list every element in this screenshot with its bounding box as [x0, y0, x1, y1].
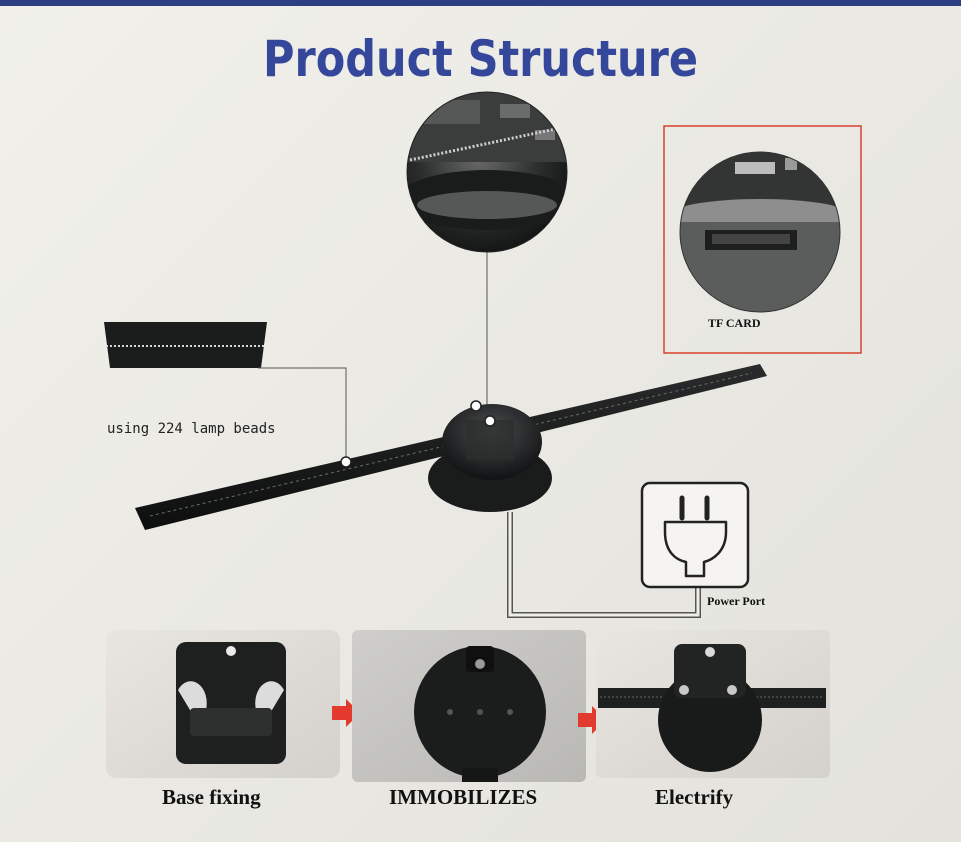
immobilizes-photo — [352, 630, 586, 782]
power-plug-icon — [640, 481, 750, 589]
base-fixing-photo — [106, 630, 340, 778]
top-rule — [0, 0, 961, 6]
step-immobilizes-label: IMMOBILIZES — [389, 785, 538, 809]
step-electrify-label: Electrify — [655, 785, 734, 809]
pcb-closeup-image — [406, 91, 568, 253]
motor-hub — [428, 404, 552, 512]
power-port-label: Power Port — [707, 594, 766, 608]
hub-callout-dot-2 — [484, 415, 496, 427]
page-title: Product Structure — [262, 30, 699, 88]
tf-card-label: TF CARD — [708, 316, 761, 330]
lamp-beads-label: using 224 lamp beads — [107, 421, 276, 437]
callout-leader-lines — [258, 252, 488, 462]
tf-card-closeup-image — [679, 151, 841, 313]
electrify-photo — [596, 630, 830, 778]
tf-card-frame — [663, 125, 862, 354]
hub-callout-dot-1 — [470, 400, 482, 412]
lamp-callout-dot — [340, 456, 352, 468]
led-strip-closeup-image — [104, 322, 267, 368]
power-cable — [507, 512, 701, 618]
step-base-fixing-label: Base fixing — [162, 785, 261, 809]
